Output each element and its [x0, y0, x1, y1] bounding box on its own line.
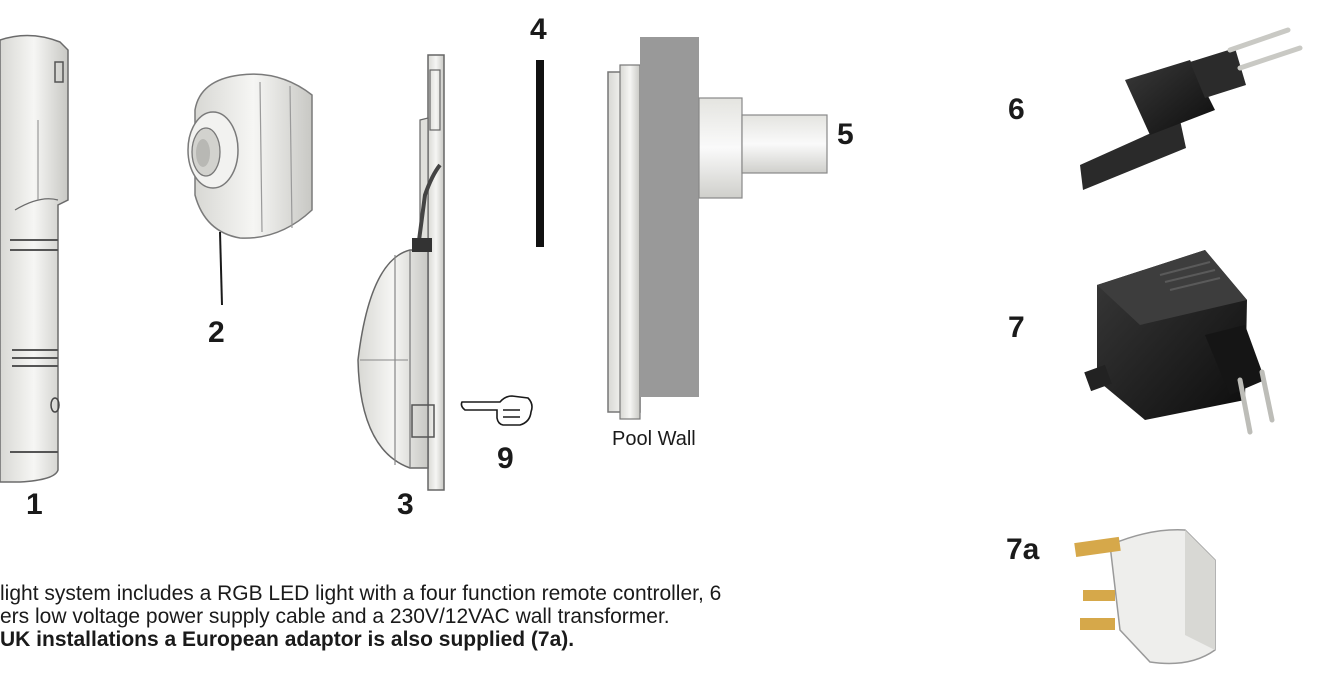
power-cable-part-6 — [1080, 27, 1303, 190]
label-7a: 7a — [1006, 533, 1040, 566]
uk-adaptor-part-7a — [1074, 529, 1216, 665]
gasket-part-4 — [536, 60, 544, 247]
description-line-2: ers low voltage power supply cable and a… — [0, 605, 670, 628]
label-7: 7 — [1008, 311, 1025, 344]
pointing-hand-icon — [460, 395, 533, 426]
label-9: 9 — [497, 442, 514, 475]
label-6: 6 — [1008, 93, 1025, 126]
pool-wall-caption: Pool Wall — [612, 428, 696, 450]
front-cover-part-1 — [0, 34, 69, 483]
light-housing-part-3 — [357, 54, 445, 491]
description-text: light system includes a RGB LED light wi… — [0, 582, 721, 651]
label-3: 3 — [397, 488, 414, 521]
niche-part-5 — [607, 37, 828, 420]
label-1: 1 — [26, 488, 43, 521]
label-2: 2 — [208, 316, 225, 349]
label-5: 5 — [837, 118, 854, 151]
wall-fitting-part-2 — [187, 73, 313, 306]
transformer-part-7 — [1084, 250, 1275, 435]
label-4: 4 — [530, 13, 547, 46]
pool-wall — [640, 37, 699, 397]
description-line-3: UK installations a European adaptor is a… — [0, 628, 575, 651]
description-line-1: light system includes a RGB LED light wi… — [0, 582, 722, 605]
